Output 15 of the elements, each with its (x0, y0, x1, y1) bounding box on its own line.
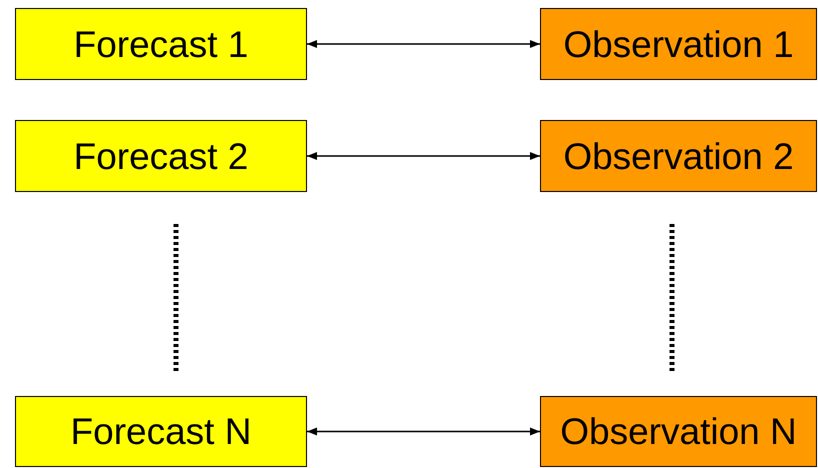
process-box (540, 8, 817, 80)
double-arrow (307, 40, 540, 48)
process-box (540, 120, 817, 192)
process-box (15, 8, 307, 80)
box-label: Observation N (560, 413, 797, 450)
box-label: Observation 2 (563, 138, 794, 174)
double-arrow (307, 428, 540, 436)
box-label: Forecast N (70, 413, 252, 450)
box-label: Forecast 1 (74, 26, 248, 62)
double-arrow (307, 152, 540, 160)
process-box (540, 396, 817, 467)
box-label: Observation 1 (563, 26, 794, 62)
process-box (15, 120, 307, 192)
box-label: Forecast 2 (74, 138, 248, 174)
process-box (15, 396, 307, 467)
